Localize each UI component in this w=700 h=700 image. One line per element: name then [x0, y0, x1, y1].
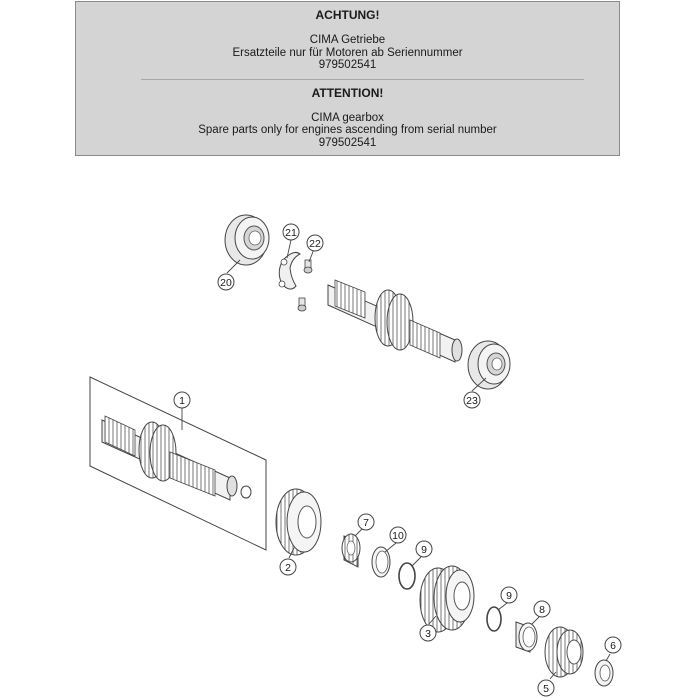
bushing-part-8: [515, 621, 538, 653]
callout-label-2: 2: [285, 562, 291, 574]
callout-7: 7: [357, 513, 375, 531]
callout-9-lower: 9: [500, 586, 518, 604]
callout-6: 6: [604, 636, 622, 654]
leader-lines: [181, 239, 611, 680]
callout-20: 20: [217, 273, 235, 291]
locking-plate-part-21: [278, 252, 301, 290]
callout-label-6: 6: [610, 640, 616, 652]
notice-english: ATTENTION! CIMA gearbox Spare parts only…: [76, 86, 619, 150]
callout-label-8: 8: [539, 604, 545, 616]
callout-label-5: 5: [543, 683, 549, 695]
callout-label-10: 10: [392, 530, 404, 542]
washer-part-10: [371, 546, 391, 578]
callout-21: 21: [282, 223, 300, 241]
callout-label-23: 23: [466, 395, 478, 407]
callout-1: 1: [173, 391, 191, 409]
circlip-part-9-lower: [486, 606, 502, 632]
notice-line-de-1: CIMA Getriebe: [309, 34, 386, 46]
notice-line-en-3: 979502541: [318, 136, 377, 149]
notice-divider: [141, 78, 584, 80]
circlip-part-9-upper: [398, 562, 416, 590]
gear-part-5: [544, 626, 584, 678]
screw-part-22: [297, 259, 313, 312]
gear-part-2: [275, 488, 322, 556]
bearing-part-23: [467, 340, 511, 390]
bearing-part-20: [224, 214, 270, 266]
shaft-assembly-part-1: [89, 376, 267, 551]
gear-part-3: [419, 565, 475, 633]
callout-2: 2: [279, 558, 297, 576]
upper-shaft: [327, 279, 463, 363]
notice-line-en-2: Spare parts only for engines ascending f…: [198, 124, 497, 136]
callout-3: 3: [419, 624, 437, 642]
notice-line-en-1: CIMA gearbox: [311, 111, 384, 124]
notice-german: ACHTUNG! CIMA Getriebe Ersatzteile nur f…: [76, 2, 619, 72]
callout-9-upper: 9: [415, 540, 433, 558]
callout-label-9-upper: 9: [421, 544, 427, 556]
notice-box: ACHTUNG! CIMA Getriebe Ersatzteile nur f…: [75, 1, 620, 156]
gearbox-exploded-diagram: 1 2 3 5 6 7 8 9 9 10 20 21: [89, 214, 622, 697]
callout-10: 10: [389, 526, 407, 544]
callout-label-7: 7: [363, 517, 369, 529]
callout-22: 22: [306, 234, 324, 252]
washer-part-6: [594, 659, 614, 687]
callout-label-20: 20: [220, 277, 232, 289]
callout-label-9-lower: 9: [506, 590, 512, 602]
callout-5: 5: [537, 679, 555, 697]
notice-title-en: ATTENTION!: [311, 85, 384, 100]
notice-title-de: ACHTUNG!: [315, 8, 380, 22]
needle-bearing-part-7: [341, 533, 361, 568]
callout-label-21: 21: [285, 227, 297, 239]
callout-label-22: 22: [309, 238, 321, 250]
callout-23: 23: [463, 391, 481, 409]
callout-label-3: 3: [425, 628, 431, 640]
notice-line-de-2: Ersatzteile nur für Motoren ab Seriennum…: [232, 46, 463, 59]
notice-line-de-3: 979502541: [318, 59, 377, 71]
callout-label-1: 1: [179, 395, 185, 407]
callout-8: 8: [533, 600, 551, 618]
